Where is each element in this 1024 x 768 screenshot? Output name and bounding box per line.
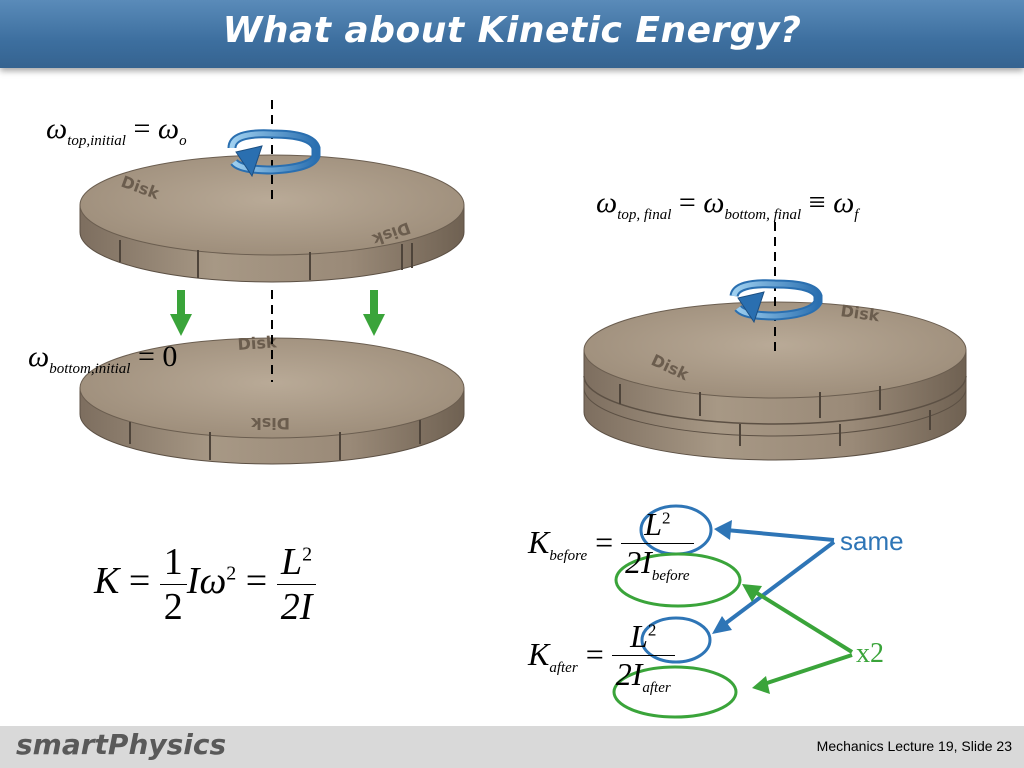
fraction-before: L2 2Ibefore xyxy=(621,506,694,585)
fraction-L2-over-2I: L2 2I xyxy=(276,540,317,629)
equals-sign: = xyxy=(137,340,155,373)
omega-symbol: ω xyxy=(157,112,180,145)
fraction-after: L2 2Iafter xyxy=(611,618,675,697)
eq-k-after: Kafter = L2 2Iafter xyxy=(528,618,675,697)
slide-number: Mechanics Lecture 19, Slide 23 xyxy=(816,738,1012,754)
disk-top-initial: Disk Disk xyxy=(79,154,465,283)
x2-arrows xyxy=(742,584,854,694)
rotation-arrow-icon-right xyxy=(729,279,823,324)
fraction-half: 1 2 xyxy=(159,540,187,629)
eq-omega-final: ωtop, final = ωbottom, final ≡ ωf xyxy=(596,186,858,224)
eq-omega-bottom-initial: ωbottom,initial = 0 xyxy=(28,340,177,378)
equals-sign: = xyxy=(128,560,151,603)
omega-symbol: ω xyxy=(28,340,50,373)
kinetic-symbol: K xyxy=(94,560,120,603)
fall-arrows xyxy=(170,290,385,336)
label-x2: x2 xyxy=(856,638,884,669)
equals-sign: = xyxy=(678,186,696,219)
equivalent-sign: ≡ xyxy=(808,186,826,219)
subscript: f xyxy=(854,207,859,223)
zero-value: 0 xyxy=(162,340,178,373)
footer-bar: smartPhysics Mechanics Lecture 19, Slide… xyxy=(0,726,1024,768)
equals-sign: = xyxy=(585,635,604,672)
subscript: o xyxy=(179,133,187,149)
slide-title: What about Kinetic Energy? xyxy=(222,10,802,51)
omega-symbol: ω xyxy=(596,186,618,219)
subscript: bottom,initial xyxy=(49,361,131,377)
rotation-arrow-icon-left xyxy=(227,129,321,178)
eq-omega-top-initial: ωtop,initial = ωo xyxy=(46,112,187,150)
disk-text-3: Disk xyxy=(237,332,278,354)
highlight-I-before xyxy=(614,552,742,608)
subscript: bottom, final xyxy=(724,207,802,223)
smartphysics-logo: smartPhysics xyxy=(16,728,227,761)
equals-sign: = xyxy=(245,560,268,603)
highlight-L2-after xyxy=(640,616,712,664)
highlight-I-after xyxy=(612,665,738,719)
kinetic-symbol: K xyxy=(528,635,550,672)
disk-bottom-initial: Disk Disk xyxy=(79,332,465,465)
equals-sign: = xyxy=(595,523,614,560)
omega-symbol: ω xyxy=(833,186,855,219)
I-omega: Iω xyxy=(186,560,227,603)
kinetic-symbol: K xyxy=(528,523,550,560)
subscript: top, final xyxy=(617,207,672,223)
title-bar: What about Kinetic Energy? xyxy=(0,0,1024,68)
label-same: same xyxy=(840,526,904,556)
eq-k-before: Kbefore = L2 2Ibefore xyxy=(528,506,694,585)
disk-text-4: Disk xyxy=(251,414,290,433)
omega-symbol: ω xyxy=(703,186,725,219)
same-arrows xyxy=(712,520,836,634)
disks-combined-final: Disk Disk xyxy=(583,301,967,461)
omega-symbol: ω xyxy=(46,112,68,145)
eq-kinetic-energy: K = 1 2 Iω2 = L2 2I xyxy=(94,540,317,629)
equals-sign: = xyxy=(133,112,151,145)
subscript: top,initial xyxy=(67,133,126,149)
